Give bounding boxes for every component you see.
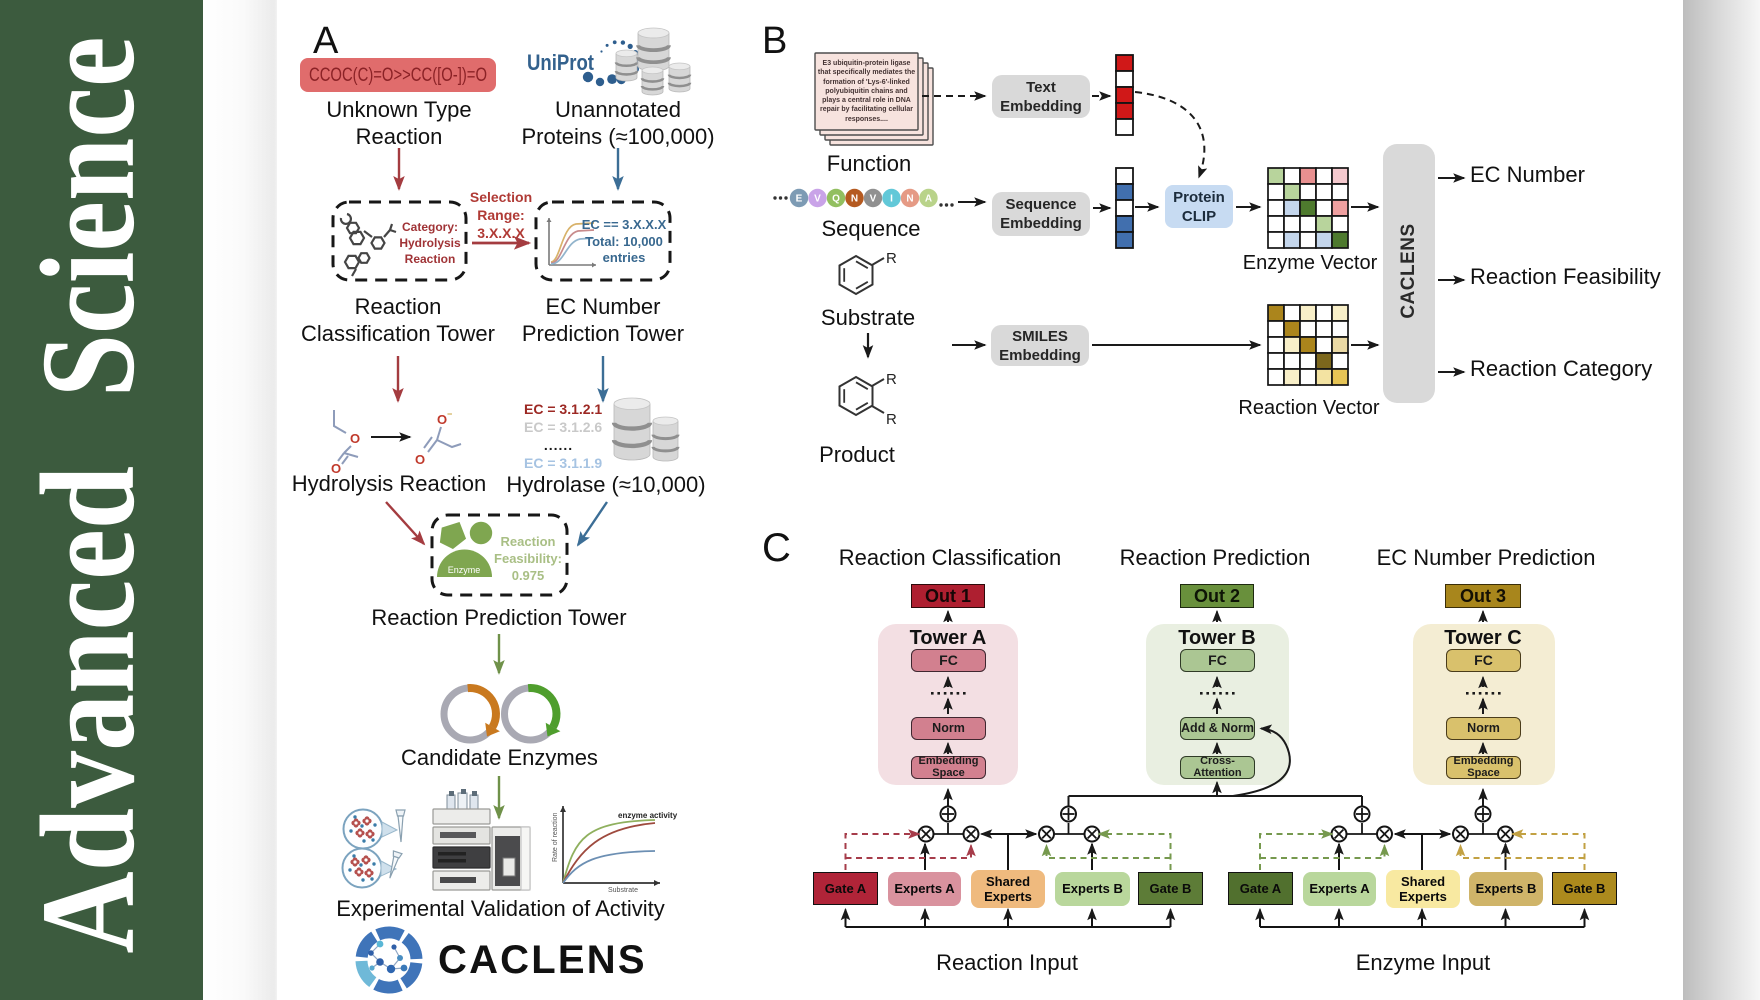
svg-text:I: I bbox=[890, 194, 893, 205]
svg-text:A: A bbox=[925, 194, 932, 205]
svg-text:R: R bbox=[886, 411, 897, 428]
svg-text:N: N bbox=[851, 194, 858, 205]
svg-text:V: V bbox=[870, 194, 877, 205]
svg-text:R: R bbox=[886, 371, 897, 388]
svg-text:O: O bbox=[331, 461, 341, 476]
svg-text:enzyme activity: enzyme activity bbox=[618, 811, 678, 820]
svg-text:Q: Q bbox=[832, 194, 840, 205]
svg-text:−: − bbox=[447, 409, 452, 419]
svg-text:O: O bbox=[350, 431, 360, 446]
svg-text:Substrate: Substrate bbox=[608, 887, 638, 894]
svg-text:E: E bbox=[796, 194, 803, 205]
svg-text:R: R bbox=[886, 250, 897, 267]
svg-text:V: V bbox=[814, 194, 821, 205]
svg-text:Enzyme: Enzyme bbox=[448, 565, 481, 575]
svg-text:O: O bbox=[437, 412, 447, 427]
svg-text:CCOC(C)=O>>CC([O-])=O: CCOC(C)=O>>CC([O-])=O bbox=[309, 65, 487, 86]
svg-text:UniProt: UniProt bbox=[527, 50, 595, 75]
svg-text:Rate of reaction: Rate of reaction bbox=[552, 812, 559, 862]
svg-text:O: O bbox=[415, 452, 425, 467]
svg-text:N: N bbox=[906, 194, 913, 205]
